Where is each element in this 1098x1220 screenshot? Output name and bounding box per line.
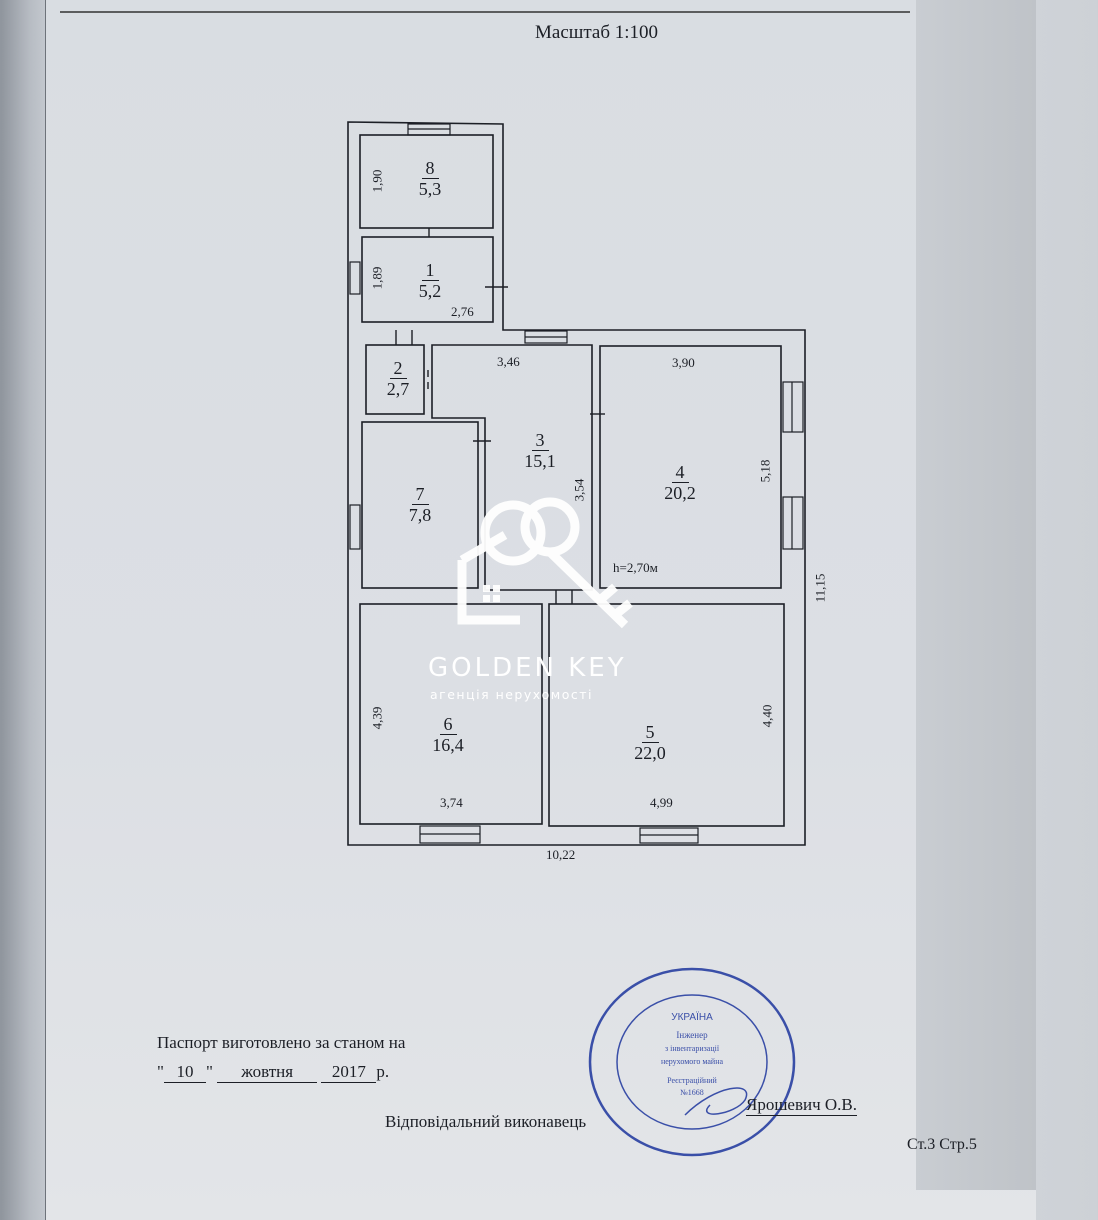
dim-total-depth: 11,15	[812, 573, 828, 603]
svg-text:№1668: №1668	[680, 1088, 704, 1097]
dim-room3-width: 3,46	[497, 354, 520, 369]
key-house-logo-icon	[457, 497, 633, 629]
room-5-outline	[548, 603, 785, 827]
paper-edge	[916, 0, 1036, 1190]
responsible-name: Ярошевич О.В.	[746, 1095, 858, 1116]
svg-text:нерухомого майна: нерухомого майна	[661, 1057, 724, 1066]
watermark-tagline: агенція нерухомості	[430, 687, 594, 702]
room-6-outline	[359, 603, 543, 825]
dim-room1-width: 2,76	[451, 304, 474, 319]
top-rule	[60, 11, 910, 13]
svg-text:Реєстраційний: Реєстраційний	[667, 1076, 717, 1085]
dim-room1-height: 1,89	[369, 266, 385, 290]
date-month: жовтня	[217, 1062, 318, 1083]
official-stamp: УКРАЇНА Інженер з інвентаризації нерухом…	[588, 967, 796, 1157]
document-page	[45, 0, 1036, 1220]
responsible-label: Відповідальний виконавець	[385, 1112, 587, 1131]
page-reference: Ст.3 Стр.5	[907, 1136, 977, 1153]
watermark-brand: GOLDEN KEY	[428, 653, 627, 683]
date-day: 10	[163, 1062, 206, 1083]
room-4-outline	[599, 345, 782, 589]
dim-total-width: 10,22	[546, 847, 576, 862]
dim-room5-width: 4,99	[650, 795, 673, 810]
scale-label: Масштаб 1:100	[535, 22, 659, 43]
outer-wall	[347, 121, 806, 846]
room-7-outline	[361, 421, 479, 589]
svg-text:з інвентаризації: з інвентаризації	[665, 1044, 720, 1053]
dim-room5-height: 4,40	[759, 704, 775, 728]
svg-text:Інженер: Інженер	[676, 1030, 708, 1040]
room-1-outline	[361, 236, 494, 323]
dim-room6-height: 4,39	[369, 706, 385, 730]
dim-room4-height: 5,18	[757, 459, 773, 483]
dim-room6-width: 3,74	[440, 795, 463, 810]
svg-text:УКРАЇНА: УКРАЇНА	[671, 1011, 713, 1023]
year-suffix: р.	[376, 1062, 390, 1081]
passport-text: Паспорт виготовлено за станом на	[157, 1033, 406, 1052]
door-marks	[395, 228, 605, 604]
windows	[349, 123, 804, 844]
date-year: 2017	[321, 1062, 377, 1083]
dim-room8-height: 1,90	[369, 169, 385, 193]
dim-room4-width: 3,90	[672, 355, 695, 370]
ceiling-height: h=2,70м	[613, 560, 658, 575]
golden-key-watermark: GOLDEN KEY агенція нерухомості	[410, 495, 670, 702]
room-2-outline	[365, 344, 425, 415]
